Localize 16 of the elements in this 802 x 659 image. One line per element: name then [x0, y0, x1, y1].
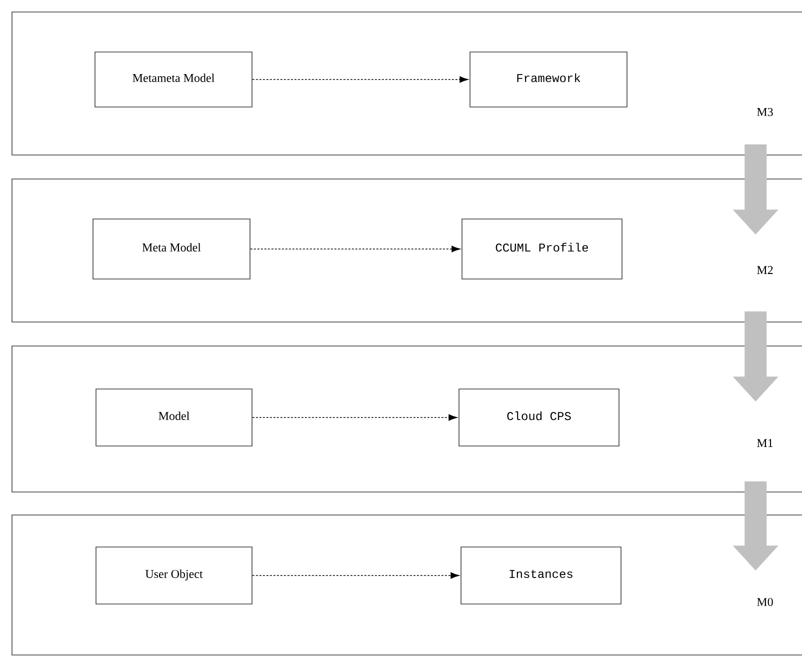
model-box: CCUML Profile: [462, 218, 622, 280]
layer-label: M2: [757, 266, 773, 274]
model-box: Meta Model: [92, 218, 250, 280]
layer-label: M0: [757, 598, 773, 606]
arrow: [250, 246, 460, 252]
arrow: [252, 76, 468, 83]
layer-label: M3: [757, 108, 773, 116]
model-box: Cloud CPS: [458, 388, 620, 446]
model-box: User Object: [96, 546, 252, 604]
arrow: [252, 414, 458, 421]
model-box: Instances: [460, 546, 622, 604]
model-box: Metameta Model: [94, 52, 252, 108]
model-box: Model: [96, 388, 252, 446]
layer-label: M1: [757, 439, 773, 447]
model-box: Framework: [470, 52, 628, 108]
arrow: [252, 572, 460, 579]
